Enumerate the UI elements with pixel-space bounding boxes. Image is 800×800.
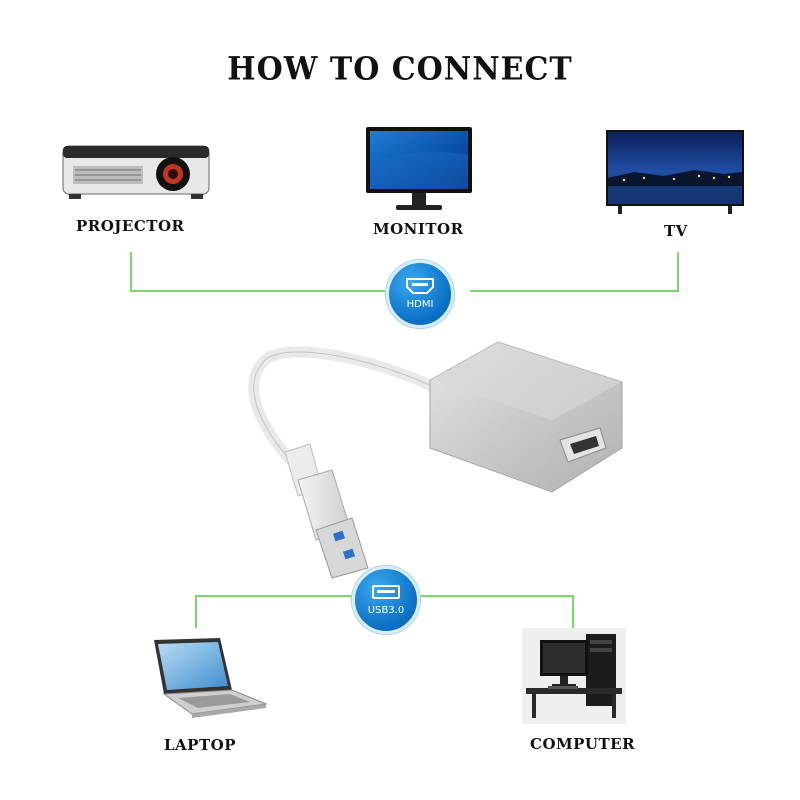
tv-image (606, 130, 744, 214)
usb-line-left (195, 595, 354, 628)
tv-label: TV (664, 222, 688, 240)
projector-label: PROJECTOR (76, 217, 185, 235)
usb-badge: USB3.0 (352, 566, 420, 634)
projector-image (62, 145, 210, 199)
hdmi-line-right (470, 252, 679, 292)
laptop-label: LAPTOP (164, 736, 236, 754)
monitor-label: MONITOR (373, 220, 464, 238)
hdmi-badge-label: HDMI (406, 299, 434, 310)
hdmi-badge: HDMI (386, 260, 454, 328)
computer-image (522, 628, 626, 724)
usb-line-right (418, 595, 574, 628)
diagram-title: HOW TO CONNECT (227, 51, 573, 88)
usb-badge-label: USB3.0 (367, 605, 405, 616)
laptop-image (154, 638, 268, 718)
hdmi-line-left (130, 252, 388, 292)
monitor-image (366, 127, 472, 210)
hdmi-port-icon (406, 278, 434, 294)
usb-port-icon (372, 585, 400, 599)
usb-hdmi-adapter-image (248, 341, 623, 579)
computer-label: COMPUTER (530, 735, 636, 753)
